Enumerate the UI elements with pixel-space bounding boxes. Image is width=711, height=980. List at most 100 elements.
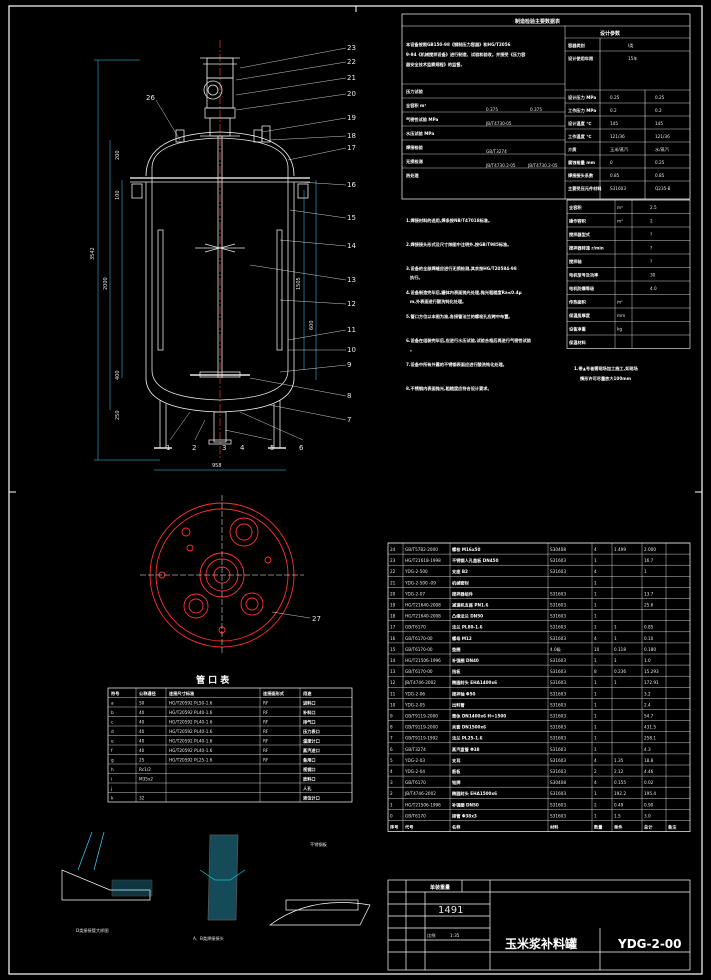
param-unit: mm — [617, 313, 625, 318]
bom-cell: 夹套 DN1500x6 — [452, 724, 486, 731]
bom-cell: S31603 — [550, 758, 566, 763]
param-name: 设备净重 — [569, 326, 587, 333]
spec-row: 焊接检验 — [406, 144, 424, 151]
table-cell: RF — [263, 720, 269, 725]
bom-cell: S31603 — [550, 680, 566, 685]
bom-cell: 21 — [390, 580, 396, 585]
note-line: 1.带▲号者需现场加工施工,如现场 — [574, 365, 639, 372]
param-name: 介质 — [567, 146, 577, 153]
bom-cell: S31603 — [550, 725, 566, 730]
bom-cell: GB/T6170 — [405, 625, 426, 630]
bom-cell: 1.0 — [644, 658, 651, 663]
dimension-lines — [94, 59, 317, 471]
bom-cell: 不锈钢人孔盖板 DN450 — [452, 557, 499, 564]
bom-cell: 支耳 — [452, 757, 461, 764]
bom-cell: 2.12 — [614, 769, 624, 774]
bom-cell: 1 — [594, 725, 597, 730]
bom-cell: 172.91 — [644, 680, 659, 685]
param-name: 电机型号及功率 — [569, 272, 599, 279]
table-cell: i — [111, 777, 112, 782]
note-line: 2.焊接接头形式及尺寸除图中注明外,按GB/T985标准。 — [406, 241, 511, 248]
bom-cell: 1.499 — [614, 547, 626, 552]
bom-cell: S31603 — [550, 702, 566, 707]
param-name: 设计压力 MPa — [568, 94, 596, 101]
bom-cell: 蒸汽盘管 Φ38 — [452, 746, 480, 753]
bom-cell: 凸缘法兰 DN50 — [452, 613, 483, 620]
table-cell: 50 — [139, 701, 145, 706]
bom-cell: 1 — [614, 658, 617, 663]
param-name: 保温层厚度 — [568, 312, 591, 319]
param-name: 焊接接头系数 — [568, 172, 594, 179]
table-cell: 补料口 — [302, 709, 316, 716]
callout-number: 1 — [166, 444, 170, 452]
bom-cell: 1 — [594, 813, 597, 818]
top-plan-view — [140, 495, 311, 655]
callout-number: 3 — [222, 444, 226, 452]
callout-number: 2 — [192, 444, 196, 452]
param-name: 工作温度 ℃ — [568, 133, 591, 140]
bom-cell: 14 — [390, 658, 396, 663]
param-value: S31603 — [610, 186, 626, 191]
callout-number: 17 — [347, 144, 356, 152]
bom-cell: 258.1 — [644, 736, 656, 741]
bom-cell: 2 — [594, 802, 597, 807]
spec-row: 无损检测 — [405, 158, 423, 165]
bom-cell: 铭牌 — [452, 779, 461, 786]
callout-number: 26 — [146, 94, 155, 102]
bom-cell: 3.2 — [644, 691, 651, 696]
bom-cell: 减速机支座 PN1.6 — [452, 602, 488, 609]
bom-cell: 10 — [390, 702, 396, 707]
table-header: 符号 — [111, 690, 119, 697]
bom-cell: 19 — [390, 603, 396, 608]
bom-cell: GB/T6170 — [405, 780, 426, 785]
bom-cell: GB/T6170-00 — [405, 647, 433, 652]
table-cell: 视镜口 — [303, 766, 316, 773]
bom-cell: JB/T4746-2002 — [404, 791, 436, 796]
table-cell: f — [111, 748, 113, 753]
bom-cell: 1 — [594, 714, 597, 719]
bom-cell: 54.7 — [644, 714, 654, 719]
param-name: 电机防爆等级 — [569, 285, 595, 292]
bom-cell: 0 — [390, 813, 393, 818]
dimension-texts: 958 3542 2000 200 100 250 1505 600 400 — [90, 150, 315, 469]
bom-cell: 2 — [594, 769, 597, 774]
bom-cell: GB/T5782-2000 — [405, 547, 438, 552]
bom-cell: HG/T21506-1996 — [405, 802, 441, 807]
detail-label: 不锈钢板 — [310, 841, 328, 848]
bom-cell: 195.4 — [644, 791, 656, 796]
bom-cell: S30408 — [550, 780, 566, 785]
bom-cell: 4 — [390, 769, 393, 774]
param-value: 30 — [650, 273, 656, 278]
bom-cell: 11 — [390, 691, 396, 696]
callout-number: 9 — [347, 361, 351, 369]
bom-cell: 22 — [390, 569, 396, 574]
spec-row: 水压试验 MPa — [406, 130, 434, 137]
param-unit: m³ — [617, 205, 623, 210]
bom-cell: 0.10 — [644, 636, 654, 641]
bom-cell: HG/T21640-2008 — [405, 603, 441, 608]
note-line: 8.不锈钢内表面抛光,粗糙度应符合设计要求。 — [406, 385, 492, 392]
param-value: 15年 — [628, 55, 638, 62]
bom-cell: 0.236 — [614, 669, 626, 674]
bom-header: 数量 — [594, 824, 603, 831]
callout-number: 10 — [347, 346, 356, 354]
vessel-elevation — [130, 40, 310, 460]
table-cell: 放料口 — [302, 776, 316, 783]
callout-number: 16 — [347, 181, 356, 189]
table-cell: 40 — [139, 729, 145, 734]
callout-number: 22 — [347, 58, 356, 66]
bom-cell: 13.7 — [644, 591, 654, 596]
bom-cell: 机械密封 — [452, 579, 470, 586]
callout-number: 18 — [347, 132, 356, 140]
bom-cell: 10 — [594, 647, 600, 652]
bom-cell: 18 — [390, 614, 396, 619]
bom-cell: 25.6 — [644, 603, 654, 608]
bom-cell: S31603 — [550, 691, 566, 696]
bom-cell: GB/T9119-2000 — [405, 714, 438, 719]
bom-cell: 1 — [614, 636, 617, 641]
table-cell: 温度计口 — [303, 738, 320, 745]
param-value: 145 — [610, 121, 618, 126]
bom-cell: 补强圈 DN40 — [451, 657, 479, 664]
bom-cell: S31603 — [550, 714, 566, 719]
bom-cell: S31603 — [550, 558, 566, 563]
